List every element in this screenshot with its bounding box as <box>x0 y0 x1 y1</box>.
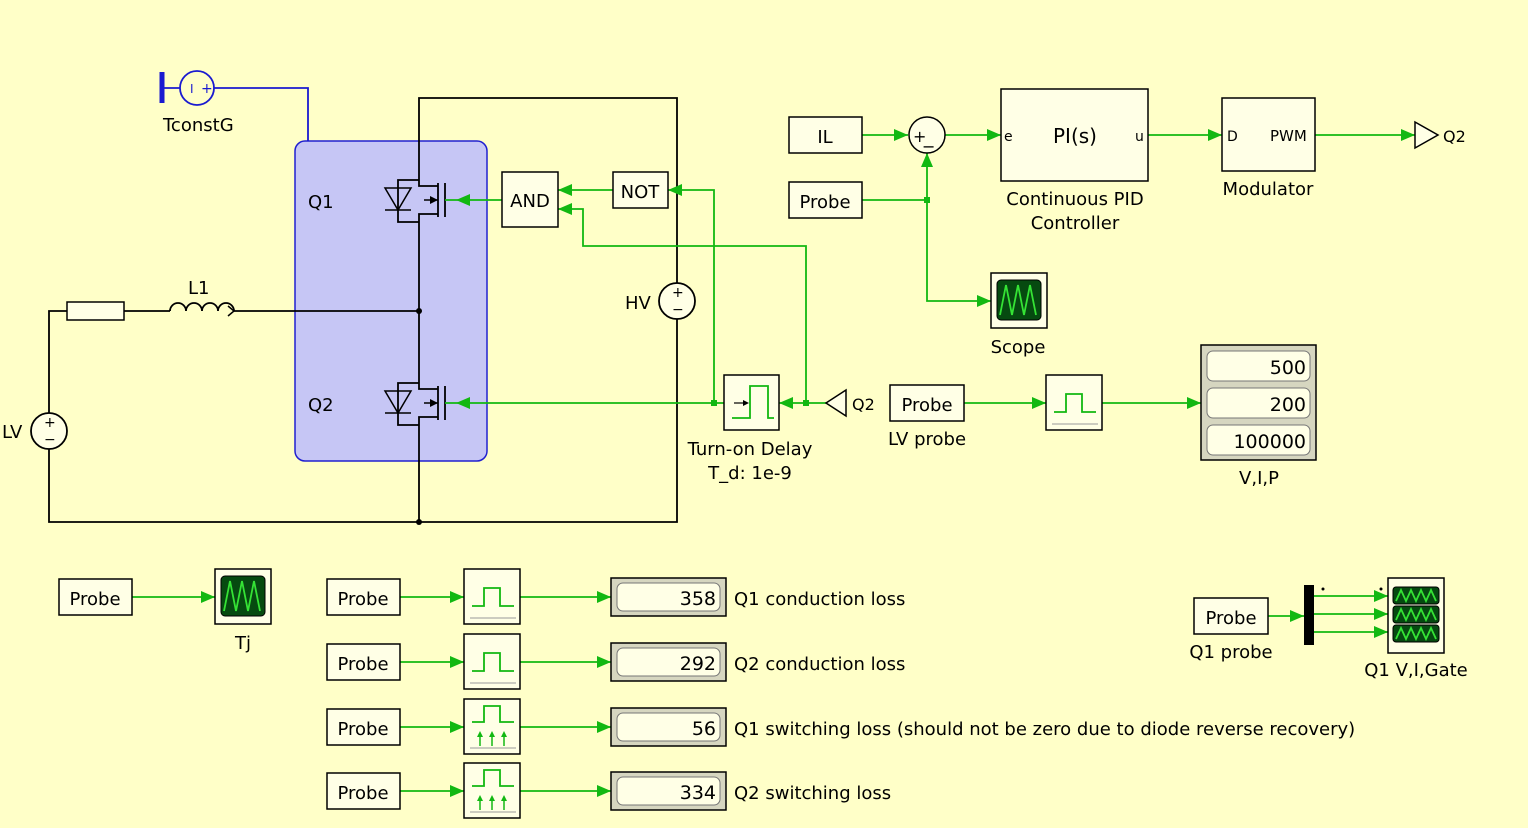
loss-row: Probe 334 Q2 switching loss <box>326 762 891 819</box>
q1-vi-gate-scope[interactable] <box>1387 577 1445 654</box>
il-source[interactable] <box>788 116 863 154</box>
il-label: IL <box>817 127 832 148</box>
q1-probe-block[interactable] <box>1193 597 1269 635</box>
goto-q2-output[interactable] <box>1414 120 1440 150</box>
svg-text:+: + <box>201 81 213 97</box>
loss-probe-block[interactable] <box>326 708 401 746</box>
q1-probe-wires <box>1268 587 1388 638</box>
pwm-modulator[interactable] <box>1221 97 1316 172</box>
pid-port-e: e <box>1004 129 1013 145</box>
q1-scope-label: Q1 V,I,Gate <box>1364 660 1468 681</box>
delay-label-2: T_d: 1e-9 <box>707 463 792 484</box>
pwm-port-d: D <box>1227 129 1238 145</box>
vip-display: 500 200 100000 <box>1200 344 1317 461</box>
tconst-label: TconstG <box>162 115 234 136</box>
pid-name-1: Continuous PID <box>1006 189 1143 210</box>
vip-value-i: 200 <box>1270 394 1306 416</box>
lv-periodic-average[interactable] <box>1045 374 1103 431</box>
tconst-thermal-source[interactable]: I + <box>159 70 309 141</box>
and-gate[interactable] <box>501 171 559 228</box>
svg-text:+: + <box>672 285 684 301</box>
control-wires <box>862 129 1415 307</box>
control-scope[interactable] <box>990 272 1048 329</box>
loss-average-block[interactable] <box>463 568 521 625</box>
q1-mosfet[interactable] <box>383 179 446 223</box>
hv-label: HV <box>625 293 652 314</box>
loss-probe-text: Probe <box>337 719 388 740</box>
loss-value: 334 <box>680 782 716 804</box>
delay-label-1: Turn-on Delay <box>687 439 813 460</box>
inductor-l1[interactable] <box>169 302 236 317</box>
vip-value-v: 500 <box>1270 357 1306 379</box>
demux[interactable] <box>1304 585 1314 645</box>
tconst-symbol: I <box>190 82 194 96</box>
hv-voltage-source[interactable]: + − <box>658 282 696 320</box>
goto-q2-input-label: Q2 <box>852 395 875 414</box>
lv-voltage-source[interactable]: + − <box>30 412 68 450</box>
loss-average-block[interactable] <box>463 633 521 690</box>
resistor[interactable] <box>66 301 125 321</box>
q1-probe-text: Probe <box>1205 608 1256 629</box>
goto-q2-input[interactable] <box>824 388 847 418</box>
modulator-label: Modulator <box>1223 179 1314 200</box>
q1-label: Q1 <box>308 192 334 213</box>
pid-controller[interactable] <box>1000 88 1149 182</box>
loss-probe-block[interactable] <box>326 578 401 616</box>
logic-wires <box>445 184 826 409</box>
loss-label: Q2 switching loss <box>734 783 891 804</box>
loss-probe-text: Probe <box>337 589 388 610</box>
loss-label: Q1 switching loss (should not be zero du… <box>734 719 1355 740</box>
loss-value: 292 <box>680 653 716 675</box>
loss-probe-text: Probe <box>337 654 388 675</box>
loss-label: Q2 conduction loss <box>734 654 905 675</box>
pwm-text: PWM <box>1270 127 1307 145</box>
svg-text:−: − <box>672 302 684 318</box>
pid-name-2: Controller <box>1031 213 1120 234</box>
pid-port-u: u <box>1135 129 1144 145</box>
turn-on-delay-block[interactable] <box>723 374 780 431</box>
svg-text:−: − <box>44 432 56 448</box>
tj-probe-block[interactable] <box>58 578 133 616</box>
tj-scope-label: Tj <box>234 633 251 654</box>
loss-row: Probe 358 Q1 conduction loss <box>326 568 905 625</box>
loss-probe-text: Probe <box>337 783 388 804</box>
heatsink[interactable] <box>294 140 488 462</box>
lv-probe-text: Probe <box>901 395 952 416</box>
loss-label: Q1 conduction loss <box>734 589 905 610</box>
sum-block[interactable]: + − <box>908 116 946 156</box>
tj-scope[interactable] <box>214 568 272 625</box>
vip-value-p: 100000 <box>1233 431 1306 453</box>
and-label: AND <box>510 191 550 212</box>
q1-probe-name: Q1 probe <box>1189 642 1272 663</box>
lv-probe-name: LV probe <box>888 429 966 450</box>
q2-mosfet[interactable] <box>383 382 446 426</box>
loss-row: Probe 56 Q1 switching loss (should not b… <box>326 698 1355 755</box>
probe-control-label: Probe <box>799 192 850 213</box>
svg-text:+: + <box>44 415 56 431</box>
l1-label: L1 <box>188 278 209 299</box>
sum-plus: + <box>913 127 926 146</box>
goto-q2-output-label: Q2 <box>1443 127 1466 146</box>
scope-label: Scope <box>991 337 1046 358</box>
not-label: NOT <box>621 182 661 203</box>
loss-probe-block[interactable] <box>326 643 401 681</box>
lv-probe-block[interactable] <box>889 384 965 422</box>
loss-value: 56 <box>692 718 716 740</box>
lv-label: LV <box>2 422 23 443</box>
vip-display-label: V,I,P <box>1239 468 1279 489</box>
loss-value: 358 <box>680 588 716 610</box>
not-gate[interactable] <box>612 171 669 209</box>
tj-probe-text: Probe <box>69 589 120 610</box>
q2-label: Q2 <box>308 395 334 416</box>
probe-control[interactable] <box>788 181 863 219</box>
pid-text: PI(s) <box>1053 124 1097 148</box>
lv-probe-wires <box>964 397 1201 409</box>
loss-row: Probe 292 Q2 conduction loss <box>326 633 905 690</box>
loss-probe-block[interactable] <box>326 772 401 810</box>
sum-minus: − <box>922 137 935 156</box>
